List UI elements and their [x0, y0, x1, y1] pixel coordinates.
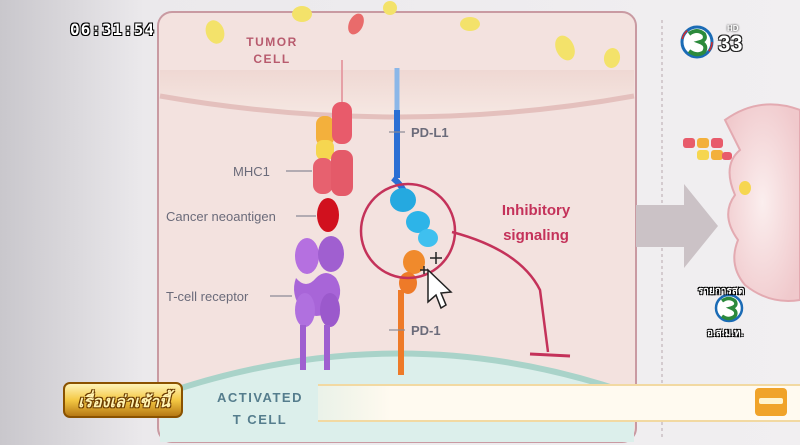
mhc1-complex [313, 60, 353, 232]
mhc1-label: MHC1 [233, 164, 270, 179]
highlight-circle [359, 182, 457, 280]
signaling-label: signaling [503, 227, 569, 244]
channel-number: 33 [718, 31, 743, 56]
hd-tag: HD [727, 24, 739, 33]
inhibit-bar-icon [529, 352, 571, 358]
t-cell-receptor [294, 236, 344, 370]
pd-1-label: PD-1 [411, 323, 441, 338]
move-cursor-icon [420, 252, 442, 274]
t-cell-label-2: T CELL [233, 412, 288, 427]
arrow-right-icon [636, 184, 718, 268]
mcot-label: อ.ส.ม.ท. [707, 328, 744, 339]
channel-3-logo-icon [680, 25, 714, 59]
tcr-label: T-cell receptor [166, 289, 249, 304]
live-program-label: รายการสด [698, 286, 745, 297]
left-labels: MHC1 Cancer neoantigen T-cell receptor [166, 164, 316, 304]
right-panel [636, 20, 800, 440]
live-logo [714, 293, 744, 323]
pd-l1-label: PD-L1 [411, 125, 449, 140]
show-logo-plate [63, 382, 183, 418]
inhibitory-label: Inhibitory [502, 202, 571, 219]
lower-third-bar [318, 384, 800, 422]
cursor-arrow-icon [427, 268, 453, 310]
tumor-granules [205, 1, 621, 68]
clock-display: 06:31:54 [70, 20, 156, 39]
inhibit-path [451, 230, 550, 353]
neoantigen-label: Cancer neoantigen [166, 209, 276, 224]
show-logo-text: เรื่องเล่าเช้านี้ [78, 392, 170, 411]
tumor-cell-label: TUMOR [246, 35, 298, 49]
tumor-cell-label-2: CELL [253, 52, 290, 66]
t-cell-label: ACTIVATED [217, 390, 303, 405]
